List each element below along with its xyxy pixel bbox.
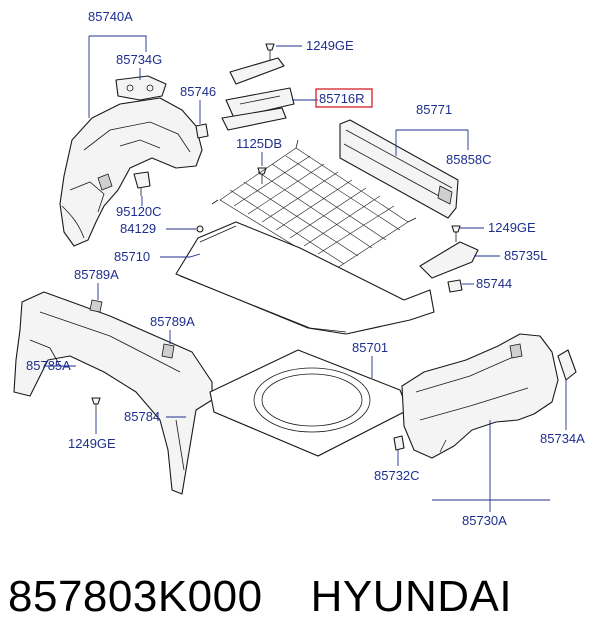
label-85746: 85746 <box>180 84 216 99</box>
part-number: 857803K000 <box>8 572 263 621</box>
caption-bar: 857803K000 HYUNDAI <box>8 562 598 632</box>
left-trunk-side-trim <box>59 97 203 247</box>
bracket-85734a <box>557 349 577 381</box>
label-85789a-mid: 85789A <box>150 314 195 329</box>
screw-1249ge-bottom <box>91 397 101 414</box>
label-85710: 85710 <box>114 249 150 264</box>
leader-lines <box>44 35 567 512</box>
clip-84129 <box>196 225 204 233</box>
label-1249ge-right: 1249GE <box>488 220 536 235</box>
clip-85746 <box>195 123 209 139</box>
clip-85744 <box>447 279 463 293</box>
left-side-trim-85785a <box>13 291 213 495</box>
floor-board-85701 <box>209 349 409 457</box>
label-1125db: 1125DB <box>236 136 282 151</box>
parts-diagram: 85740A 85734G 85746 1249GE 85716R 85771 … <box>13 9 585 528</box>
label-85716r: 85716R <box>319 91 365 106</box>
screw-1125db <box>257 167 267 184</box>
label-95120c: 95120C <box>116 204 162 219</box>
handle-cover-85716r <box>221 57 295 131</box>
label-85858c: 85858C <box>446 152 492 167</box>
label-85734g: 85734G <box>116 52 162 67</box>
luggage-net <box>211 139 417 279</box>
sensor-95120c <box>133 171 151 196</box>
part-labels: 85740A 85734G 85746 1249GE 85716R 85771 … <box>26 9 585 528</box>
label-84129: 84129 <box>120 221 156 236</box>
label-85740a: 85740A <box>88 9 133 24</box>
label-1249ge-top: 1249GE <box>306 38 354 53</box>
clip-85732c <box>393 435 405 451</box>
brand-name: HYUNDAI <box>310 572 513 621</box>
trunk-mat-85710 <box>175 221 435 335</box>
label-85785a: 85785A <box>26 358 71 373</box>
label-85771: 85771 <box>416 102 452 117</box>
label-85789a-left: 85789A <box>74 267 119 282</box>
screw-1249ge-right <box>451 225 461 242</box>
label-85730a: 85730A <box>462 513 507 528</box>
package-trim-85771 <box>339 119 459 219</box>
label-85735l: 85735L <box>504 248 547 263</box>
right-side-trim-85730a <box>401 333 559 459</box>
bracket-85735l <box>419 241 479 279</box>
highlight-box-85716r <box>315 88 373 108</box>
label-85784: 85784 <box>124 409 160 424</box>
label-85732c: 85732C <box>374 468 420 483</box>
label-85734a: 85734A <box>540 431 585 446</box>
label-1249ge-bottom: 1249GE <box>68 436 116 451</box>
bracket-85734g <box>115 75 167 101</box>
label-85701: 85701 <box>352 340 388 355</box>
label-85744: 85744 <box>476 276 512 291</box>
